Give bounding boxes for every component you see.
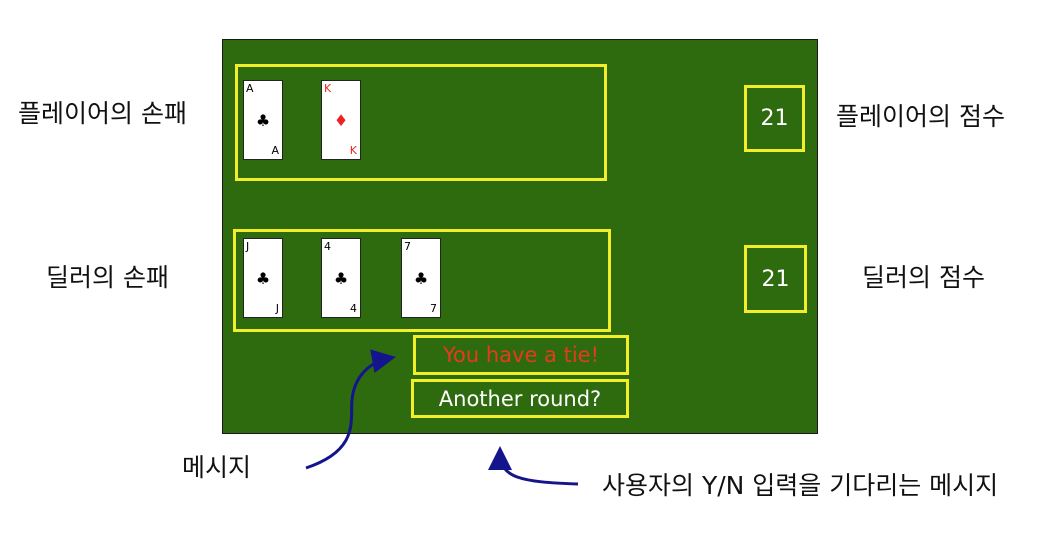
card-rank: 4 — [350, 302, 357, 315]
input-message-arrow — [488, 446, 579, 486]
card-rank: K — [324, 82, 332, 95]
card: 7 ♣ 7 — [401, 238, 441, 318]
player-hand-label: 플레이어의 손패 — [18, 99, 187, 128]
diamond-suit-icon: ♦ — [333, 111, 349, 130]
card: A ♣ A — [243, 80, 283, 160]
player-score-label: 플레이어의 점수 — [836, 102, 1005, 131]
club-suit-icon: ♣ — [333, 269, 349, 288]
card-rank: K — [349, 144, 357, 157]
dealer-hand-label: 딜러의 손패 — [46, 263, 169, 292]
club-suit-icon: ♣ — [255, 269, 271, 288]
club-suit-icon: ♣ — [255, 111, 271, 130]
card-rank: 4 — [324, 240, 331, 253]
club-suit-icon: ♣ — [413, 269, 429, 288]
card: K ♦ K — [321, 80, 361, 160]
card-rank: A — [246, 82, 254, 95]
player-score: 21 — [744, 85, 805, 152]
message-label: 메시지 — [182, 453, 252, 482]
card-rank: A — [271, 144, 279, 157]
game-table: A ♣ A K ♦ K J ♣ J 4 ♣ 4 7 ♣ 7 21 21 You … — [222, 39, 818, 434]
result-message: You have a tie! — [413, 335, 629, 375]
card-rank: J — [275, 302, 279, 315]
card: J ♣ J — [243, 238, 283, 318]
card-rank: 7 — [404, 240, 411, 253]
input-message-label: 사용자의 Y/N 입력을 기다리는 메시지 — [602, 471, 999, 500]
card-rank: 7 — [430, 302, 437, 315]
player-hand-box — [235, 64, 607, 181]
dealer-score: 21 — [744, 245, 807, 313]
card: 4 ♣ 4 — [321, 238, 361, 318]
dealer-score-label: 딜러의 점수 — [862, 263, 985, 292]
dealer-hand-box — [233, 229, 611, 332]
card-rank: J — [246, 240, 250, 253]
prompt-message: Another round? — [411, 379, 629, 418]
